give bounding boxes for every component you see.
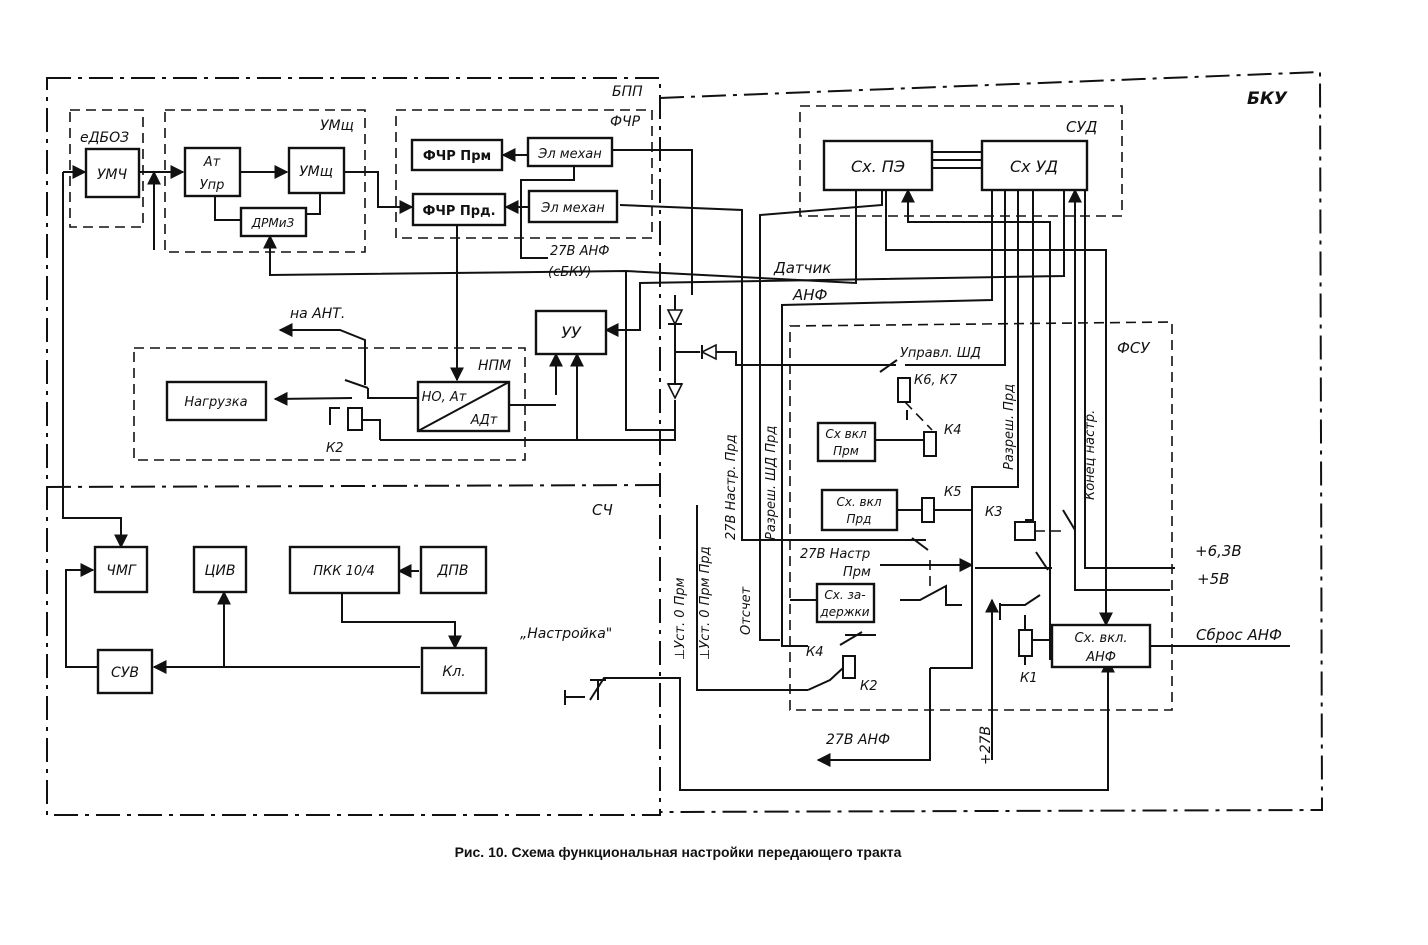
svg-text:УУ: УУ: [561, 323, 582, 342]
svg-text:ПКК 10/4: ПКК 10/4: [313, 564, 375, 579]
region-label-sch: СЧ: [592, 501, 613, 519]
block-fchr-prd: ФЧР Прд.: [411, 192, 507, 227]
svg-text:ЧМГ: ЧМГ: [106, 563, 137, 579]
block-drmiz: ДРМиЗ: [239, 206, 308, 238]
label-anf: АНФ: [792, 286, 828, 304]
svg-text:Прд: Прд: [847, 512, 872, 526]
label-sbros-anf: Сброс АНФ: [1196, 626, 1282, 644]
svg-text:ДРМиЗ: ДРМиЗ: [251, 216, 295, 230]
label-k5: К5: [944, 485, 962, 500]
block-elmekhan-2: Эл механ: [527, 189, 619, 224]
label-na-ant: на АНТ.: [290, 306, 345, 322]
block-civ: ЦИВ: [192, 545, 248, 594]
block-pkk: ПКК 10/4: [288, 545, 401, 595]
label-nastroyka: „Настройка": [520, 626, 612, 642]
label-ust-prm: ⊥Уст. 0 Прм: [673, 577, 688, 660]
label-k4-top: К4: [944, 423, 962, 438]
svg-text:УМщ: УМщ: [299, 164, 333, 180]
block-sx-vkl-prm: Сх вкл Прм: [816, 421, 877, 463]
label-sbku: (сБКУ): [548, 265, 591, 280]
region-label-edboz: еДБОЗ: [80, 130, 129, 146]
svg-text:Сх. вкл.: Сх. вкл.: [1075, 631, 1128, 646]
svg-text:Сх. ПЭ: Сх. ПЭ: [851, 157, 905, 176]
block-fchr-prm: ФЧР Прм: [410, 138, 504, 172]
label-27v-anf-top: 27В АНФ: [550, 244, 609, 259]
svg-text:держки: держки: [819, 605, 869, 619]
region-borders: [46, 70, 1324, 816]
region-label-sud: СУД: [1066, 118, 1098, 136]
svg-text:ДПВ: ДПВ: [436, 563, 468, 579]
label-datchik: Датчик: [773, 259, 831, 277]
label-upravl-shd: Управл. ШД: [900, 346, 981, 361]
label-k3: К3: [985, 505, 1003, 520]
label-razresh-shd-prd: Разреш. ШД Прд: [764, 426, 779, 540]
label-k2-npm: К2: [326, 441, 344, 456]
block-uu: УУ: [534, 309, 608, 356]
label-razresh-prd: Разреш. Прд: [1002, 384, 1017, 470]
blocks: УМЧ Ат Упр УМщ ДРМиЗ ФЧР Прм ФЧР Прд. Эл…: [84, 136, 1152, 695]
region-label-bpp: БПП: [612, 84, 643, 100]
svg-text:УМЧ: УМЧ: [97, 167, 128, 183]
region-label-umsh: УМщ: [320, 118, 354, 134]
block-sx-vkl-anf: Сх. вкл. АНФ: [1050, 623, 1152, 669]
region-label-fchr: ФЧР: [610, 114, 641, 130]
label-nastr-prd: 27В Настр. Прд: [724, 434, 739, 540]
block-dpv: ДПВ: [419, 545, 488, 595]
block-at-upr: Ат Упр: [183, 146, 242, 198]
block-sx-zaderzhki: Сх. за- держки: [815, 582, 876, 624]
svg-text:Сх УД: Сх УД: [1010, 157, 1058, 176]
block-sx-pe: Сх. ПЭ: [822, 139, 934, 192]
label-v27-nastr-prm-2: Прм: [843, 565, 871, 580]
label-plus-5: +5В: [1197, 570, 1229, 588]
region-label-npm: НПМ: [478, 358, 511, 374]
region-label-bku: БКУ: [1247, 89, 1288, 109]
block-chmg: ЧМГ: [93, 545, 149, 594]
svg-text:Кл.: Кл.: [442, 664, 465, 680]
block-elmekhan-1: Эл механ: [526, 136, 614, 168]
svg-text:АНФ: АНФ: [1085, 650, 1116, 665]
wiring: [62, 148, 1290, 791]
label-v27-nastr-prm-1: 27В Настр: [800, 547, 870, 562]
block-sx-ud: Сх УД: [980, 139, 1089, 192]
region-label-fsu: ФСУ: [1117, 339, 1150, 357]
svg-text:ФЧР Прд.: ФЧР Прд.: [422, 204, 495, 219]
label-k6k7: К6, К7: [914, 373, 958, 388]
block-suv: СУВ: [96, 648, 154, 695]
block-nagruzka: Нагрузка: [165, 380, 268, 422]
label-k1: К1: [1020, 671, 1038, 686]
label-plus-6-3: +6,3В: [1195, 542, 1242, 560]
svg-text:Сх. вкл: Сх. вкл: [836, 495, 881, 509]
figure-caption: Рис. 10. Схема функциональная настройки …: [455, 844, 902, 860]
svg-text:Нагрузка: Нагрузка: [184, 395, 247, 410]
svg-text:ЦИВ: ЦИВ: [205, 563, 236, 579]
label-k2-bottom: К2: [860, 679, 878, 694]
block-ho-at-adt: НО, Ат АДт: [416, 380, 511, 433]
svg-text:Эл механ: Эл механ: [537, 147, 602, 162]
label-konec-nastr: Конец настр.: [1083, 410, 1098, 500]
svg-text:Сх. за-: Сх. за-: [824, 588, 865, 602]
signal-labels: 27В АНФ (сБКУ) Датчик АНФ на АНТ. Управл…: [290, 244, 1282, 765]
block-umsh: УМщ: [287, 146, 346, 195]
block-kl: Кл.: [420, 646, 488, 695]
label-k4-bottom: К4: [806, 645, 824, 660]
label-otschet: Отсчет: [739, 586, 754, 635]
block-umch: УМЧ: [84, 147, 141, 199]
svg-text:ФЧР Прм: ФЧР Прм: [423, 149, 491, 164]
svg-text:Эл механ: Эл механ: [540, 201, 605, 216]
label-plus-27: +27В: [978, 726, 994, 765]
label-27v-anf-bottom: 27В АНФ: [826, 732, 890, 748]
svg-text:НО, Ат: НО, Ат: [422, 390, 467, 405]
svg-text:Ат: Ат: [203, 155, 221, 170]
svg-text:Упр: Упр: [200, 178, 225, 193]
block-sx-vkl-prd: Сх. вкл Прд: [820, 488, 899, 532]
svg-text:АДт: АДт: [470, 413, 498, 428]
svg-text:СУВ: СУВ: [111, 665, 139, 681]
svg-text:Сх вкл: Сх вкл: [825, 427, 867, 441]
label-ust-prd: ⊥Уст. 0 Прм Прд: [698, 546, 713, 660]
svg-text:Прм: Прм: [833, 444, 859, 458]
